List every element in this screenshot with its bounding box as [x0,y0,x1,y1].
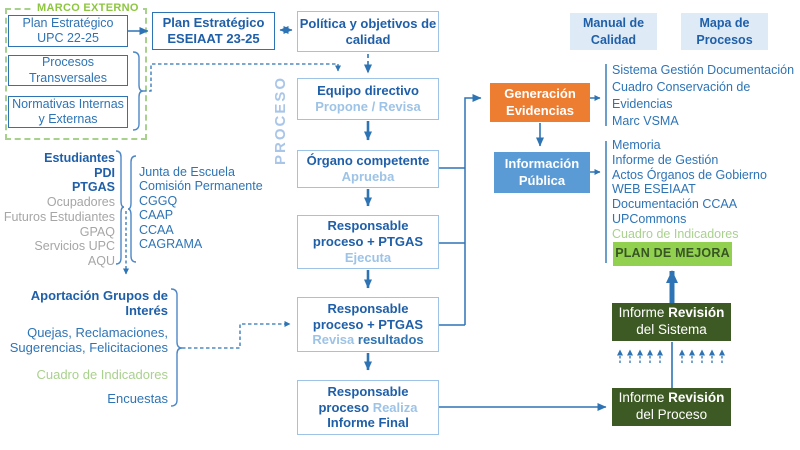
evidencias-outputs-list: Sistema Gestión Documentación Cuadro Con… [612,62,798,130]
plan-de-mejora-box: PLAN DE MEJORA [613,242,732,266]
plan-upc-box: Plan Estratégico UPC 22-25 [8,15,128,47]
responsable-informe-final-text: Responsable proceso Realiza Informe Fina… [318,383,418,431]
cuadro-indicadores-left-text: Cuadro de Indicadores [36,367,168,382]
stakeholder-item: PTGAS [71,180,115,195]
committee-item: CAAP [139,208,174,223]
plan-eseiaat-box: Plan Estratégico ESEIAAT 23-25 [152,12,275,50]
stakeholder-item: Futuros Estudiantes [3,209,115,224]
equipo-directivo-title: Equipo directivo [317,83,419,99]
list-item: Memoria [612,138,661,152]
marco-externo-frame: MARCO EXTERNO [5,2,147,140]
stakeholder-item: Estudiantes [44,151,115,165]
stakeholders-list: Estudiantes PDI PTGAS Ocupadores Futuros… [0,151,115,269]
stakeholder-item: AQU [87,253,115,268]
stakeholder-item: PDI [94,165,115,180]
procesos-transversales-box: Procesos Transversales [8,55,128,86]
equipo-directivo-box: Equipo directivo Propone / Revisa [297,78,439,120]
list-item: Actos Órganos de Gobierno [612,167,767,182]
list-item: Informe de Gestión [612,152,719,167]
equipo-directivo-action: Propone / Revisa [315,99,421,114]
cuadro-indicadores-right-text: Cuadro de Indicadores [612,226,739,241]
responsable-ejecuta-action: Ejecuta [344,249,392,265]
list-item: Documentación CCAA [612,197,738,212]
plan-upc-text: Plan Estratégico UPC 22-25 [22,15,114,45]
manual-calidad-label: Manual de Calidad [582,16,645,47]
normativas-box: Normativas Internas y Externas [8,96,128,128]
informacion-publica-text: Información Pública [504,156,580,188]
list-item: Sistema Gestión Documentación [612,63,795,77]
politica-objetivos-text: Política y objetivos de calidad [299,15,437,47]
mapa-procesos-button[interactable]: Mapa de Procesos [681,13,768,50]
plan-de-mejora-text: PLAN DE MEJORA [615,246,730,261]
procesos-transversales-text: Procesos Transversales [28,55,108,85]
informacion-publica-box: Información Pública [494,152,590,193]
informacion-publica-list: Memoria Informe de Gestión Actos Órganos… [612,138,798,242]
stakeholder-item: GPAQ [79,224,115,239]
committees-list: Junta de Escuela Comisión Permanente CGG… [139,165,294,251]
encuestas-text: Encuestas [107,391,168,406]
committee-item: CGGQ [139,193,178,208]
committee-item: CCAA [139,222,174,237]
mapa-procesos-label: Mapa de Procesos [696,16,753,47]
process-inputs-dashed-arrows [617,349,725,363]
organo-competente-action: Aprueba [341,169,395,184]
organo-competente-title: Órgano competente [306,153,430,169]
dashed-connectors [123,54,372,349]
proceso-vertical-label: PROCESO [272,75,289,165]
responsable-ejecuta-box: Responsable proceso + PTGAS Ejecuta [297,215,439,269]
organo-competente-box: Órgano competente Aprueba [297,150,439,188]
quejas-text: Quejas, Reclamaciones, Sugerencias, Feli… [9,325,168,355]
responsable-revisa-title: Responsable proceso + PTGAS [312,300,424,332]
normativas-text: Normativas Internas y Externas [12,96,124,126]
marco-externo-label: MARCO EXTERNO [33,2,143,14]
responsable-revisa-action: Revisa resultados [312,332,424,348]
list-item: WEB ESEIAAT [612,182,696,197]
list-item: Marc VSMA [612,114,679,128]
manual-calidad-button[interactable]: Manual de Calidad [570,13,657,50]
stakeholder-item: Servicios UPC [34,239,115,254]
aportacion-title: Aportación Grupos de Interés [30,288,168,318]
generacion-evidencias-text: Generación Evidencias [504,86,576,118]
politica-objetivos-box: Política y objetivos de calidad [297,11,439,52]
plan-eseiaat-text: Plan Estratégico ESEIAAT 23-25 [162,15,265,46]
committee-item: CAGRAMA [139,237,203,252]
responsable-ejecuta-title: Responsable proceso + PTGAS [312,218,424,250]
committee-item: Junta de Escuela [139,165,235,179]
generacion-evidencias-box: Generación Evidencias [490,83,590,122]
flow-arrows [128,26,678,411]
committee-item: Comisión Permanente [139,179,263,194]
responsable-revisa-box: Responsable proceso + PTGAS Revisa resul… [297,297,439,352]
list-item: Cuadro Conservación de Evidencias [612,80,751,111]
list-item: UPCommons [612,211,687,226]
responsable-informe-final-box: Responsable proceso Realiza Informe Fina… [297,380,439,435]
stakeholder-item: Ocupadores [46,195,115,210]
